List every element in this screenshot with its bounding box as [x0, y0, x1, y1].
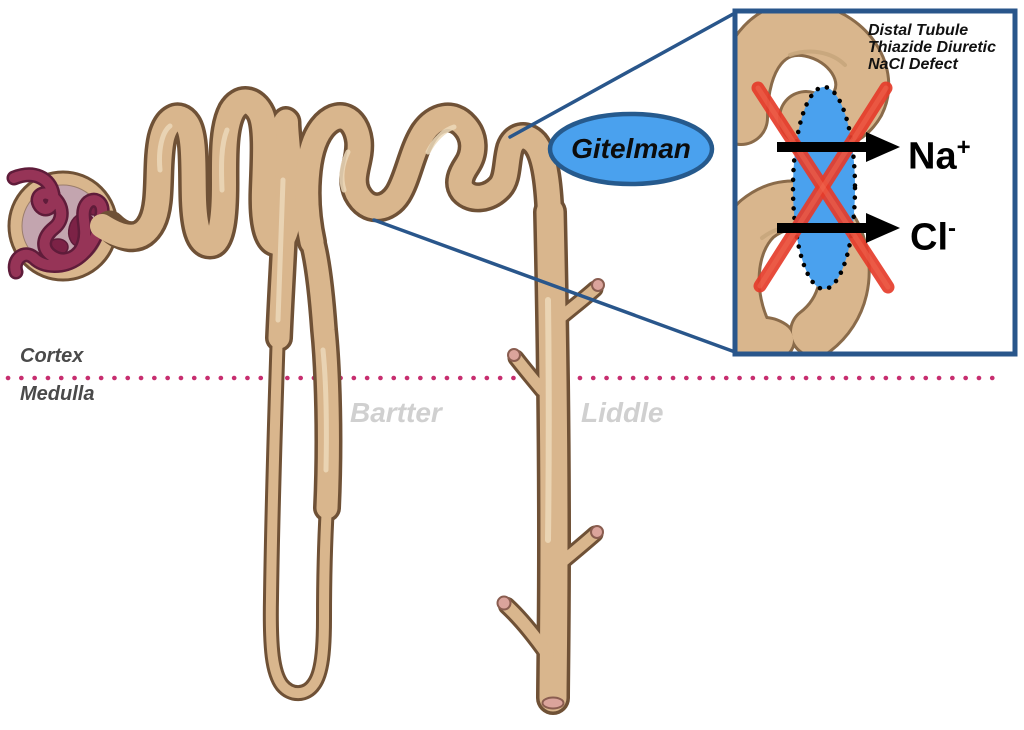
ion-arrows [777, 132, 900, 243]
na-label: Na+ [908, 134, 971, 178]
inset-box [732, 8, 1018, 357]
leader-line-bottom [372, 218, 737, 354]
na-arrow-head [866, 132, 900, 162]
distal-tubule [295, 105, 562, 254]
duct-branch [554, 283, 601, 324]
medulla-label: Medulla [20, 383, 95, 405]
loop-of-henle [265, 325, 332, 699]
liddle-label: Liddle [581, 397, 664, 428]
bartter-label: Bartter [350, 397, 442, 428]
glomerular-capillary-tuft [9, 169, 108, 277]
collecting-duct [536, 198, 568, 712]
cl-arrow-head [866, 213, 900, 243]
gitelman-badge [547, 111, 715, 187]
gitelman-label: Gitelman [571, 133, 691, 164]
inset-title-line: Thiazide Diuretic [868, 39, 997, 56]
cl-label: Cl- [910, 215, 956, 259]
tubule-open-ends [496, 278, 605, 710]
blocked-cross-icon [751, 81, 895, 294]
nephron-illustration [6, 86, 605, 715]
tubule-highlights [157, 123, 552, 543]
leader-line-top [508, 11, 737, 139]
duct-branch [501, 600, 554, 661]
callout-leader-lines [372, 11, 737, 354]
inset-title-line: NaCl Defect [868, 56, 958, 73]
cortex-label: Cortex [20, 345, 84, 367]
na-charge: + [956, 134, 971, 161]
inset-border [732, 8, 1018, 357]
inset-title: Distal Tubule Thiazide Diuretic NaCl Def… [868, 22, 1014, 73]
inset-title-line: Distal Tubule [868, 22, 969, 39]
cl-charge: - [948, 215, 956, 242]
